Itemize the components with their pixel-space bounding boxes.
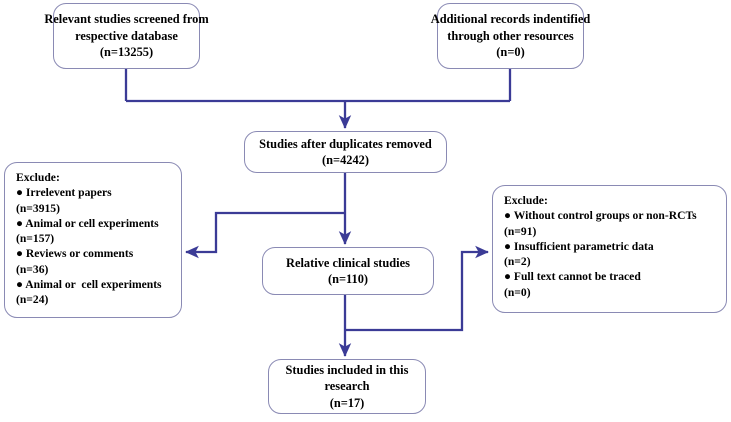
exclude-item-count: (n=3915) xyxy=(16,201,60,215)
node-additional-records: Additional records indentified through o… xyxy=(431,3,590,69)
exclude-item-count: (n=24) xyxy=(16,293,49,307)
exclude-heading: Exclude: xyxy=(16,171,60,184)
node-line: Studies included in this xyxy=(285,362,409,377)
node-exclude-eligibility: Exclude: ● Without control groups or non… xyxy=(492,185,727,313)
exclude-item-label: ● Without control groups or non-RCTs xyxy=(504,209,697,223)
exclude-heading: Exclude: xyxy=(504,194,548,207)
node-line: respective database xyxy=(75,28,178,43)
node-count: (n=4242) xyxy=(322,153,369,167)
node-count: (n=110) xyxy=(327,272,369,286)
exclude-item-count: (n=0) xyxy=(504,285,531,299)
node-count: (n=0) xyxy=(496,45,525,60)
node-line: Relevant studies screened from xyxy=(44,12,209,27)
node-count: (n=13255) xyxy=(99,45,154,60)
node-line: Studies after duplicates removed xyxy=(259,136,432,151)
node-studies-after-duplicates-removed: Studies after duplicates removed (n=4242… xyxy=(244,131,447,173)
exclude-item-label: ● Insufficient parametric data xyxy=(504,239,654,253)
exclude-item-count: (n=2) xyxy=(504,255,531,269)
exclude-item-label: ● Animal or cell experiments xyxy=(16,216,159,230)
node-line: through other resources xyxy=(447,28,574,43)
exclude-item-count: (n=157) xyxy=(16,232,55,246)
exclude-item-label: ● Animal or cell experiments xyxy=(16,278,162,292)
exclude-item-label: ● Reviews or comments xyxy=(16,247,134,261)
node-count: (n=17) xyxy=(329,395,365,410)
node-exclude-screening: Exclude: ● Irrelevent papers (n=3915) ● … xyxy=(4,162,182,318)
node-studies-included-in-research: Studies included in this research (n=17) xyxy=(268,359,426,414)
exclude-item-count: (n=36) xyxy=(16,262,49,276)
exclude-item-label: ● Irrelevent papers xyxy=(16,186,112,200)
node-line: Additional records indentified xyxy=(430,12,591,27)
exclude-item-count: (n=91) xyxy=(504,224,537,238)
exclude-item-label: ● Full text cannot be traced xyxy=(504,270,641,284)
node-relevant-studies-screened: Relevant studies screened from respectiv… xyxy=(44,3,209,69)
node-line: research xyxy=(324,379,370,394)
node-line: Relative clinical studies xyxy=(286,255,410,270)
node-relative-clinical-studies: Relative clinical studies (n=110) xyxy=(262,247,434,295)
